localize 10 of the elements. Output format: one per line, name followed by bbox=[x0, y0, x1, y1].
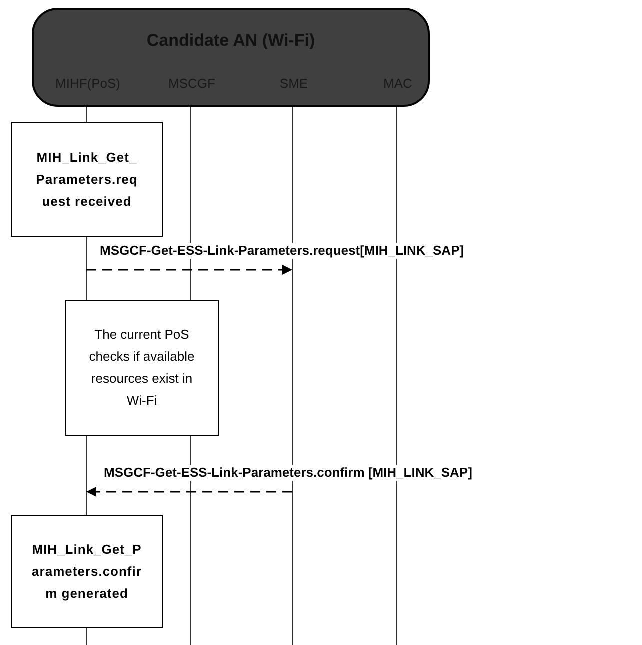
edge-label: MSGCF-Get-ESS-Link-Parameters.confirm [MIH_LINK_SAP] bbox=[104, 465, 472, 481]
dashed-arrow bbox=[86, 487, 292, 497]
lifeline bbox=[292, 107, 293, 645]
lifeline bbox=[396, 107, 397, 645]
edge-label: MSGCF-Get-ESS-Link-Parameters.request[MIH_LINK_SAP] bbox=[100, 243, 464, 259]
process-box: The current PoS checks if available resources exist in Wi-Fi bbox=[65, 300, 219, 436]
dashed-arrow bbox=[86, 265, 292, 275]
process-box: MIH_Link_Get_Parameters.request received bbox=[11, 122, 163, 237]
group-header-box bbox=[32, 8, 430, 107]
process-box: MIH_Link_Get_Parameters.confirm generated bbox=[11, 515, 163, 628]
